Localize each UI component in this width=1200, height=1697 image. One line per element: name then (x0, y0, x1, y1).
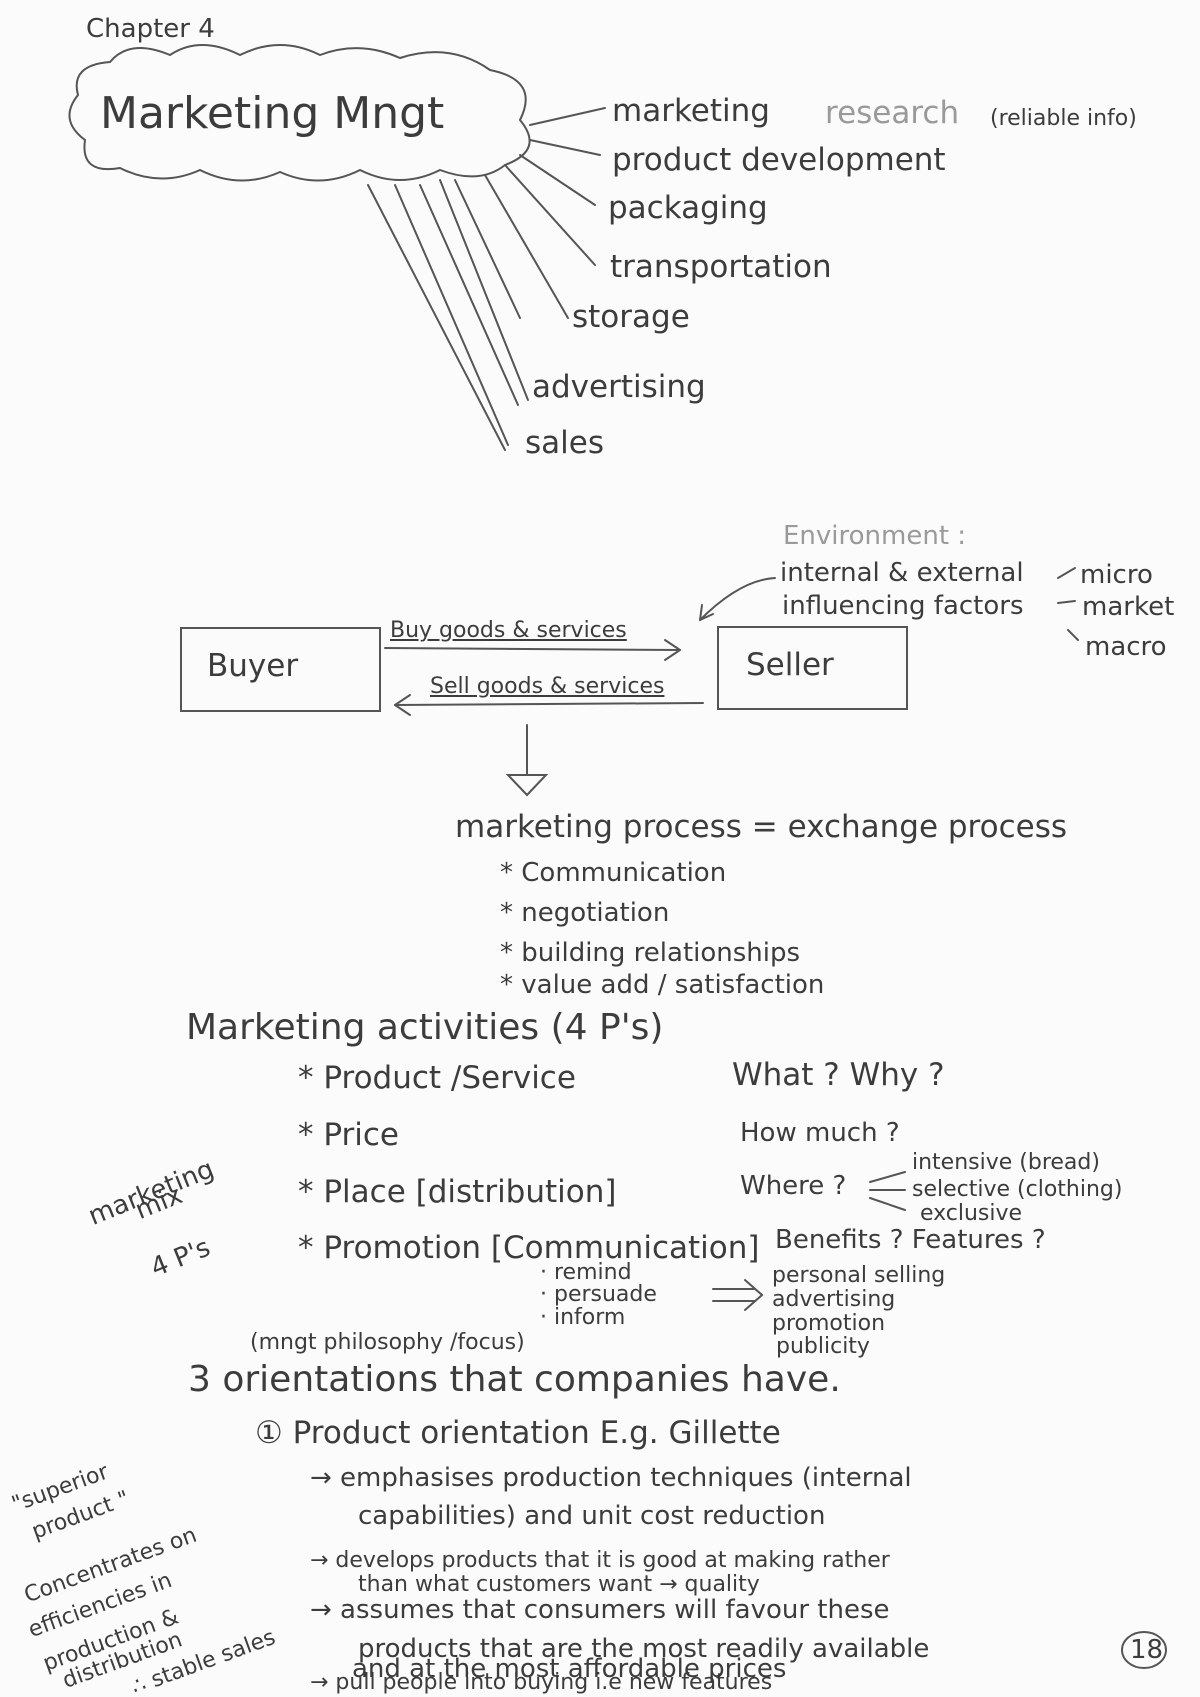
promo-tool-selling: personal selling (772, 1263, 946, 1288)
page-number: 18 (1130, 1635, 1164, 1665)
promo-tool-advertising: advertising (772, 1287, 896, 1312)
buy-arrow-label: Buy goods & services (390, 618, 627, 643)
orientation-line-8: → pull people into buying i.e new featur… (310, 1670, 773, 1695)
environment-title: Environment : (783, 521, 967, 551)
buyer-box: Buyer (180, 627, 381, 712)
orientation-line-2: capabilities) and unit cost reduction (358, 1501, 826, 1531)
promo-tool-promotion: promotion (772, 1311, 886, 1336)
place-option-selective: selective (clothing) (912, 1177, 1123, 1202)
branch-research-note: (reliable info) (990, 106, 1137, 131)
place-option-exclusive: exclusive (920, 1201, 1023, 1226)
environment-line-1: internal & external (780, 558, 1024, 588)
branch-transportation: transportation (610, 249, 832, 285)
sell-arrow-label: Sell goods & services (430, 674, 665, 699)
q-product: What ? Why ? (732, 1057, 945, 1093)
place-option-intensive: intensive (bread) (912, 1150, 1100, 1175)
marketing-process: marketing process = exchange process (455, 809, 1068, 845)
environment-macro: macro (1085, 632, 1167, 662)
orientation-line-3: → develops products that it is good at m… (310, 1548, 890, 1573)
product-orientation-heading: ① Product orientation E.g. Gillette (255, 1415, 781, 1451)
orientation-line-7: and at the most affordable prices (352, 1654, 787, 1684)
environment-micro: micro (1080, 560, 1153, 590)
q-price: How much ? (740, 1118, 900, 1148)
orientation-line-4: than what customers want → quality (358, 1572, 760, 1597)
process-bullet-3: * building relationships (500, 938, 801, 968)
activities-title: Marketing activities (4 P's) (186, 1007, 664, 1048)
p-product: * Product /Service (298, 1060, 576, 1096)
p-price: * Price (298, 1117, 399, 1153)
branch-packaging: packaging (608, 190, 768, 226)
seller-label: Seller (746, 647, 834, 683)
process-bullet-1: * Communication (500, 858, 727, 888)
promo-goal-persuade: · persuade (540, 1282, 657, 1307)
orientation-line-6: products that are the most readily avail… (358, 1634, 930, 1664)
q-promotion: Benefits ? Features ? (775, 1225, 1046, 1255)
orientations-title: 3 orientations that companies have. (188, 1359, 841, 1400)
q-place: Where ? (740, 1171, 847, 1201)
orientation-line-1: → emphasises production techniques (inte… (310, 1463, 912, 1493)
p-promotion: * Promotion [Communication] (298, 1230, 760, 1266)
orientation-line-5: → assumes that consumers will favour the… (310, 1595, 890, 1625)
seller-box: Seller (717, 626, 908, 710)
environment-market: market (1082, 592, 1175, 622)
p-place: * Place [distribution] (298, 1174, 617, 1210)
orientation-note: (mngt philosophy /focus) (250, 1330, 525, 1355)
branch-marketing: marketing (612, 93, 770, 129)
chapter-heading: Chapter 4 (86, 14, 215, 44)
promo-tool-publicity: publicity (776, 1334, 870, 1359)
promo-goal-remind: · remind (540, 1260, 632, 1285)
branch-storage: storage (572, 299, 690, 335)
branch-research: research (825, 95, 960, 131)
promo-goal-inform: · inform (540, 1305, 626, 1330)
branch-sales: sales (525, 425, 604, 461)
branch-product-development: product development (612, 142, 946, 178)
buyer-label: Buyer (207, 648, 299, 684)
process-bullet-4: * value add / satisfaction (500, 970, 825, 1000)
mindmap-center: Marketing Mngt (100, 88, 445, 139)
environment-line-2: influencing factors (782, 591, 1024, 621)
branch-advertising: advertising (532, 369, 706, 405)
process-bullet-2: * negotiation (500, 898, 670, 928)
cloud-outline (68, 44, 531, 182)
